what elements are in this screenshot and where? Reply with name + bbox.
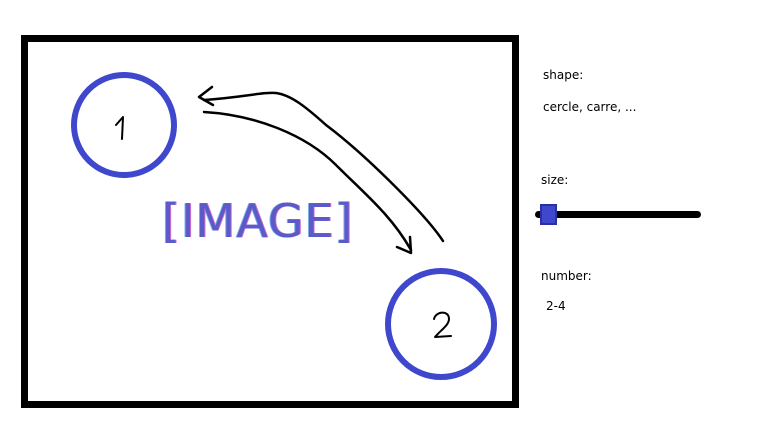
circle-2[interactable] — [385, 268, 497, 380]
shape-label: shape: — [543, 68, 584, 82]
arrow-2-to-1-head — [197, 85, 215, 107]
size-label: size: — [541, 173, 569, 187]
size-slider[interactable] — [532, 203, 702, 225]
circle-2-glyph — [433, 311, 452, 338]
image-placeholder-text: [IMAGE] — [162, 194, 354, 248]
circle-1-glyph — [115, 116, 124, 140]
shape-value[interactable]: cercle, carre, ... — [543, 100, 637, 114]
arrow-1-to-2-head — [395, 235, 413, 255]
arrow-1-to-2 — [202, 110, 413, 252]
circle-1[interactable] — [71, 72, 177, 178]
size-slider-track[interactable] — [535, 211, 701, 218]
number-value[interactable]: 2-4 — [546, 299, 566, 313]
size-slider-thumb[interactable] — [540, 204, 557, 225]
number-label: number: — [541, 269, 592, 283]
arrow-2-to-1 — [202, 91, 445, 243]
canvas-drawing — [71, 72, 497, 380]
image-canvas[interactable]: [IMAGE] — [21, 35, 519, 408]
